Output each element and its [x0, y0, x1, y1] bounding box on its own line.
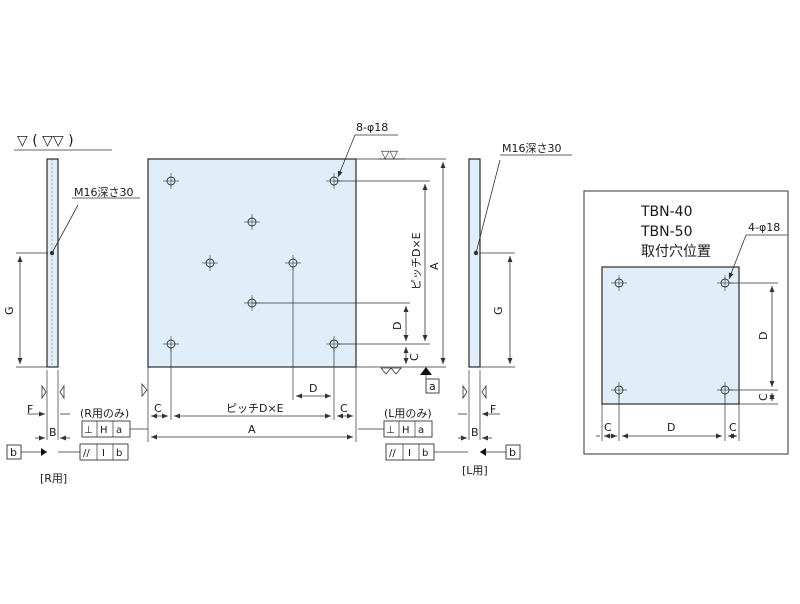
left-side-view: M16深さ30 G F B b [R用]: [3, 158, 140, 485]
inset-dim-d-horiz: D: [667, 421, 675, 434]
svg-text:H: H: [100, 425, 108, 436]
inset-title-2: TBN-50: [640, 224, 693, 240]
left-dim-g: G: [3, 306, 16, 315]
main-dim-pitch-vert: ピッチD×E: [410, 232, 423, 290]
inset-title-1: TBN-40: [640, 204, 693, 220]
main-dim-d-horiz: D: [309, 382, 317, 395]
main-dim-c-vert: C: [408, 353, 421, 361]
svg-text:a: a: [418, 425, 424, 436]
svg-text:⊥: ⊥: [386, 425, 395, 436]
right-datum-b: b: [509, 446, 516, 459]
inset-panel: TBN-40 TBN-50 取付穴位置 4-φ18 D C C D C: [583, 190, 789, 455]
svg-text://: //: [389, 448, 396, 459]
left-tap-label: M16深さ30: [74, 186, 134, 199]
right-caption: [L用]: [462, 464, 488, 477]
left-plate-edge: [46, 158, 59, 368]
main-dim-a-horiz: A: [248, 423, 256, 436]
main-plate: [147, 158, 357, 368]
svg-text:⊥: ⊥: [84, 425, 93, 436]
inset-plate: [601, 266, 740, 405]
svg-text:b: b: [422, 448, 428, 459]
main-finish-top: ▽▽: [381, 148, 398, 161]
svg-text:a: a: [116, 425, 122, 436]
right-tap-label: M16深さ30: [502, 142, 562, 155]
left-caption: [R用]: [40, 472, 67, 485]
main-front-view: 8-φ18 ▽▽ A ピッチD×E D C a D: [141, 121, 446, 442]
main-datum-a: a: [429, 380, 436, 393]
main-holes-label: 8-φ18: [356, 121, 388, 134]
svg-text:H: H: [402, 425, 410, 436]
right-dim-f: F: [490, 403, 496, 416]
main-dim-d-vert: D: [391, 322, 404, 330]
right-plate-edge: [468, 158, 481, 368]
svg-text:I: I: [102, 448, 105, 459]
main-dim-c-left: C: [154, 402, 162, 415]
right-dim-b: B: [471, 426, 479, 439]
right-tol-par: // I b: [385, 443, 468, 461]
left-tol-par: // I b: [58, 443, 129, 461]
svg-text:b: b: [116, 448, 122, 459]
inset-title-3: 取付穴位置: [641, 244, 711, 260]
left-tol-perp: ⊥ H a: [81, 420, 148, 438]
left-dim-b: B: [49, 426, 57, 439]
inset-holes-label: 4-φ18: [748, 221, 780, 234]
finish-symbol: ▽ ( ▽▽ ): [17, 133, 74, 149]
right-tol-perp: ⊥ H a: [358, 420, 433, 438]
left-dim-f: F: [27, 403, 33, 416]
main-dim-c-right: C: [340, 402, 348, 415]
l-only-note: (L用のみ): [384, 407, 432, 420]
inset-dim-c-left: C: [604, 421, 612, 434]
inset-dim-d-vert: D: [757, 332, 770, 340]
left-datum-b: b: [10, 446, 17, 459]
right-dim-g: G: [492, 306, 505, 315]
r-only-note: (R用のみ): [80, 407, 129, 420]
right-side-view: M16深さ30 G F B b [L用]: [458, 142, 572, 477]
main-dim-a-vert: A: [428, 262, 441, 270]
main-dim-pitch-horiz: ピッチD×E: [226, 402, 284, 415]
svg-text:I: I: [408, 448, 411, 459]
svg-text://: //: [83, 448, 90, 459]
inset-dim-c-right: C: [729, 421, 737, 434]
inset-dim-c-vert: C: [757, 393, 770, 401]
